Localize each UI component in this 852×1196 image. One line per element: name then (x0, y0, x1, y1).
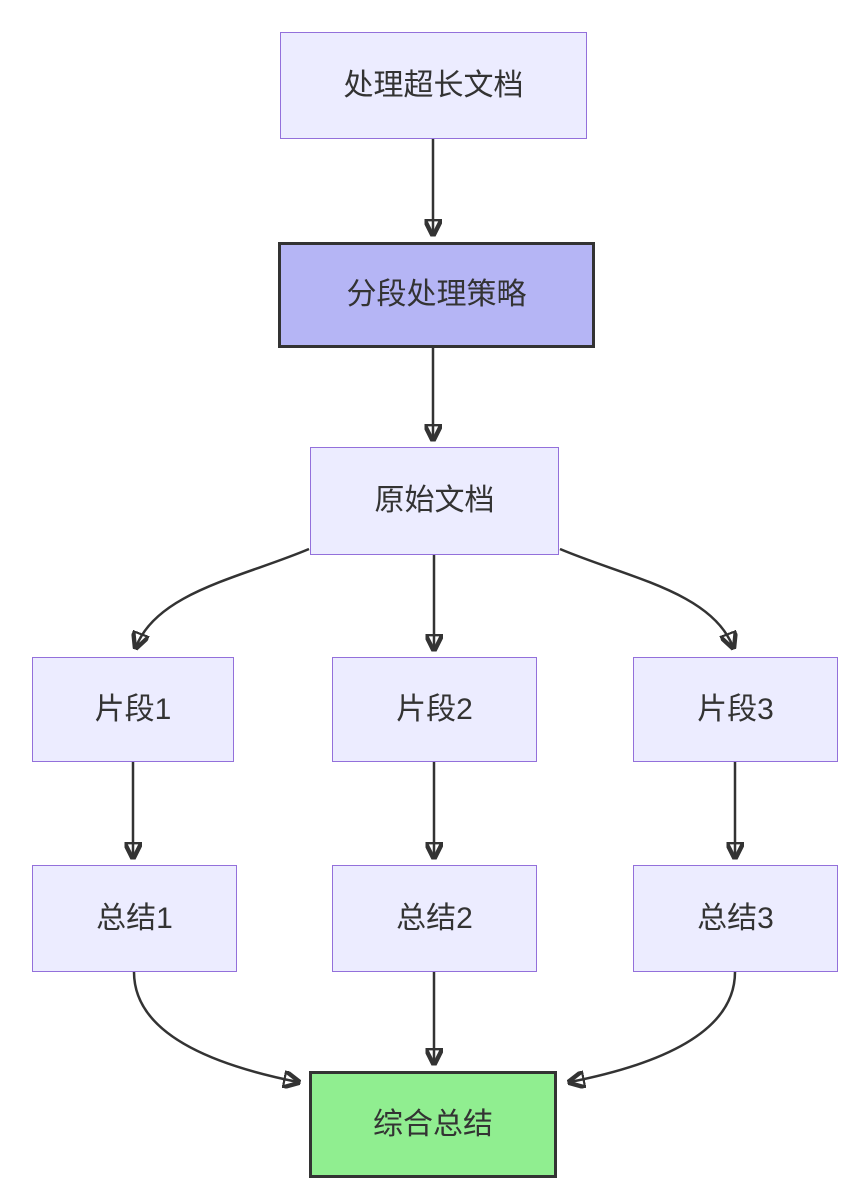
node-fragment-3-label: 片段3 (697, 692, 774, 726)
node-process-long-doc-label: 处理超长文档 (343, 68, 524, 102)
node-segmentation-strategy-label: 分段处理策略 (346, 278, 527, 311)
edge-original-doc-to-fragment-3 (559, 547, 733, 647)
node-segmentation-strategy: 分段处理策略 (278, 242, 595, 348)
node-original-doc-label: 原始文档 (374, 484, 495, 517)
node-final-summary: 综合总结 (309, 1071, 557, 1178)
node-fragment-2-label: 片段2 (396, 692, 473, 726)
node-summary-3: 总结3 (633, 865, 838, 972)
node-summary-2: 总结2 (332, 865, 537, 972)
node-summary-1-label: 总结1 (96, 901, 173, 935)
edge-summary-1-to-final-summary (132, 971, 298, 1082)
node-fragment-1: 片段1 (32, 657, 234, 762)
node-final-summary-label: 综合总结 (373, 1107, 493, 1141)
node-summary-3-label: 总结3 (697, 901, 774, 935)
edge-original-doc-to-fragment-1 (136, 547, 310, 647)
edge-summary-3-to-final-summary (570, 971, 737, 1082)
node-process-long-doc: 处理超长文档 (280, 32, 587, 139)
node-fragment-3: 片段3 (633, 657, 838, 762)
node-summary-2-label: 总结2 (396, 901, 473, 935)
node-original-doc: 原始文档 (310, 447, 559, 555)
node-summary-1: 总结1 (32, 865, 237, 972)
node-fragment-2: 片段2 (332, 657, 537, 762)
node-fragment-1-label: 片段1 (94, 692, 172, 726)
